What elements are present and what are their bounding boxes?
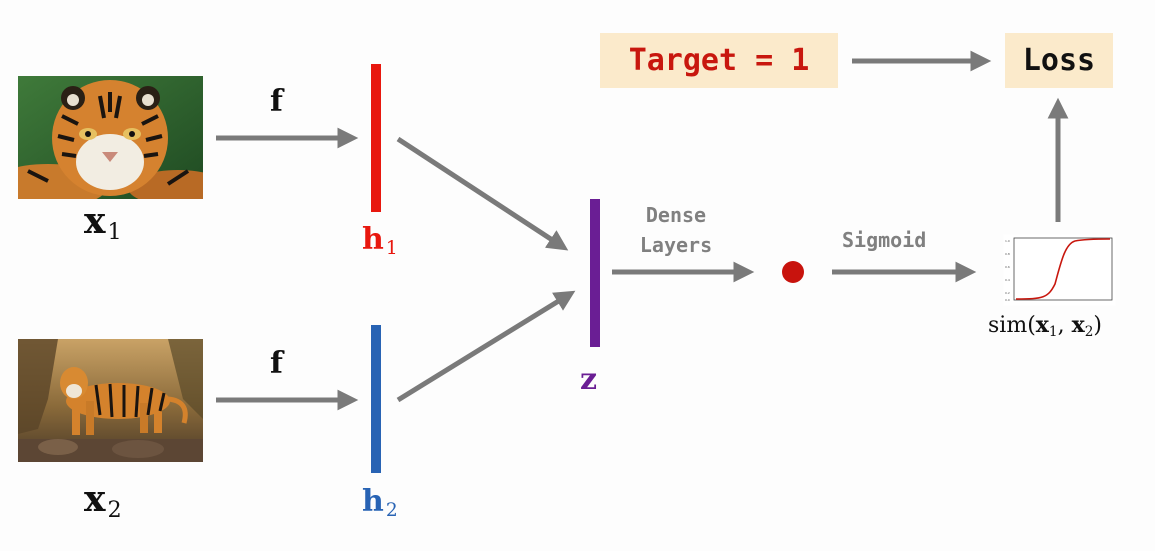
h1-bar	[371, 64, 381, 212]
sigmoid-label: Sigmoid	[842, 228, 927, 252]
x1-label: x1	[84, 200, 122, 246]
sigmoid-plot-thumbnail: 1.0 0.8 0.6 0.4 0.2 0.0	[1003, 234, 1116, 306]
svg-text:0.2: 0.2	[1005, 291, 1010, 295]
svg-text:1.0: 1.0	[1005, 239, 1010, 243]
x2-label: x2	[84, 478, 122, 524]
arrow-h2-to-z	[396, 290, 576, 403]
h2-bar	[371, 325, 381, 473]
tiger-standing-image	[18, 339, 203, 462]
arrow-h1-to-z	[396, 136, 569, 251]
svg-text:0.0: 0.0	[1005, 298, 1010, 302]
loss-label: Loss	[1022, 43, 1096, 78]
svg-text:0.8: 0.8	[1005, 252, 1010, 256]
loss-box: Loss	[1005, 33, 1113, 88]
target-box: Target = 1	[600, 33, 838, 88]
tiger-portrait-image	[18, 76, 203, 199]
target-label: Target = 1	[628, 43, 810, 78]
z-label: z	[580, 362, 598, 397]
dot-node	[782, 261, 804, 283]
z-bar	[590, 199, 600, 347]
encoder-f-label-top: f	[270, 84, 283, 119]
dense-layers-label: Dense Layers	[639, 203, 713, 257]
similarity-label: sim(x1, x2)	[988, 312, 1102, 340]
svg-text:0.4: 0.4	[1005, 278, 1010, 282]
svg-text:0.6: 0.6	[1005, 265, 1010, 269]
encoder-f-label-bottom: f	[270, 346, 283, 381]
